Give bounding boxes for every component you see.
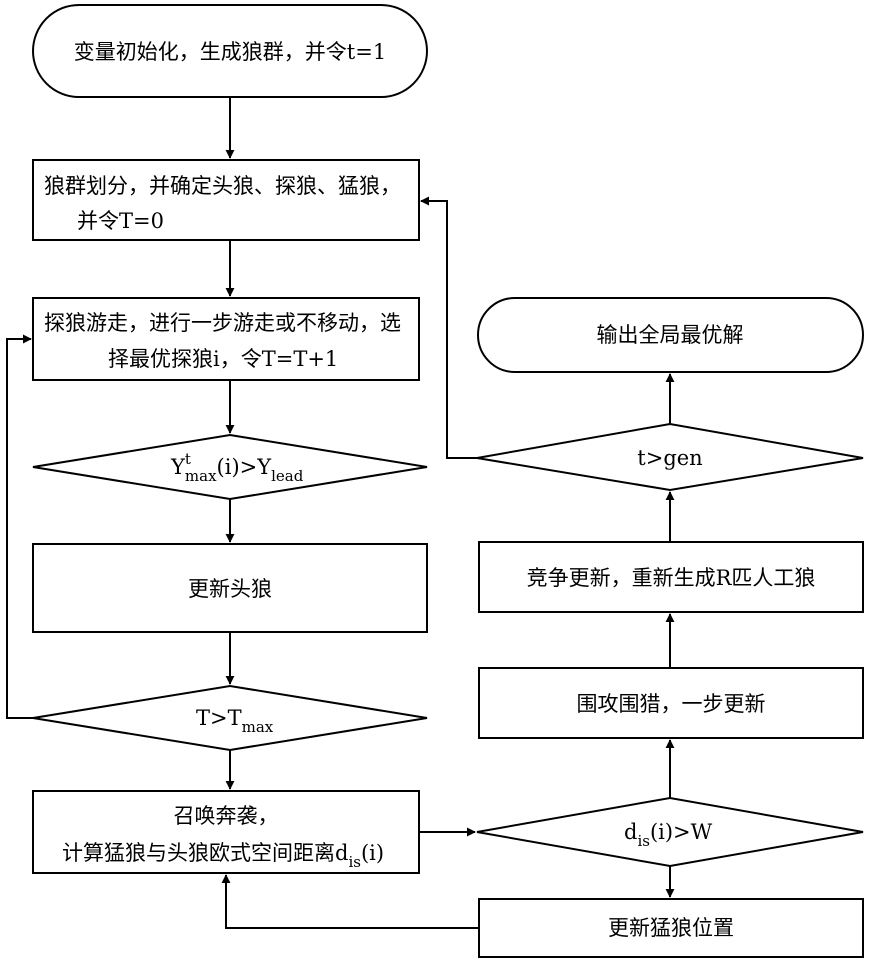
scout-label-line2: 择最优探狼i，令T=T+1 [108, 347, 338, 371]
divide-label-line1: 狼群划分，并确定头狼、探狼、猛狼， [44, 174, 401, 198]
divide-label-line2: 并令T=0 [77, 209, 164, 233]
siege-label: 围攻围猎，一步更新 [577, 692, 766, 716]
compete-label: 竞争更新，重新生成R匹人工狼 [527, 566, 816, 590]
cond4-label: t>gen [637, 446, 702, 470]
arrow-cond4-loop-to-divide [421, 201, 477, 458]
arrow-update-fierce-to-summon [226, 875, 479, 928]
update-fierce-label: 更新猛狼位置 [608, 916, 734, 940]
summon-label-line1: 召唤奔袭， [174, 804, 279, 828]
scout-label-line1: 探狼游走，进行一步游走或不移动，选 [44, 311, 401, 335]
output-label: 输出全局最优解 [597, 323, 744, 347]
arrow-cond2-loop-to-scout [7, 339, 33, 718]
update-leader-label: 更新头狼 [188, 577, 272, 601]
init-label: 变量初始化，生成狼群，并令t=1 [74, 40, 386, 64]
